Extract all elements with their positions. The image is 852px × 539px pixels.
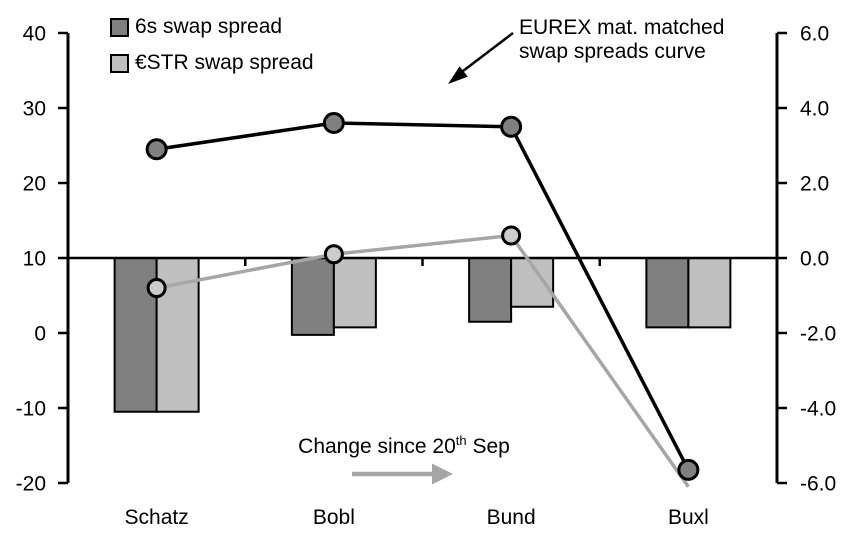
legend-label-estr: €STR swap spread: [135, 51, 314, 74]
category-label-schatz: Schatz: [125, 506, 189, 529]
category-label-bobl: Bobl: [313, 506, 355, 529]
left-axis-label: -10: [16, 397, 46, 420]
marker-estr-bobl: [323, 244, 344, 265]
legend-item-estr: €STR swap spread: [110, 45, 314, 81]
marker-6s-bobl: [322, 112, 345, 134]
change-annotation-superscript: th: [455, 433, 467, 448]
bar-estr-bobl: [332, 257, 377, 329]
right-axis-label: -6.0: [800, 472, 836, 495]
bar-6s-bund: [468, 257, 513, 323]
legend-swatch-6s-icon: [110, 17, 129, 37]
change-annotation-suffix: Sep: [466, 435, 510, 458]
legend-label-6s: 6s swap spread: [135, 15, 283, 38]
curve-annotation-arrow-head-icon: [448, 66, 468, 84]
marker-6s-buxl: [677, 458, 700, 481]
chart-legend: 6s swap spread €STR swap spread: [110, 9, 314, 81]
curve-annotation: EUREX mat. matched swap spreads curve: [519, 16, 724, 64]
marker-6s-schatz: [145, 138, 168, 161]
legend-swatch-estr-icon: [110, 53, 129, 73]
bar-6s-bobl: [290, 257, 335, 336]
marker-6s-bund: [500, 115, 523, 138]
right-axis-label: 6.0: [800, 22, 829, 45]
change-annotation-arrow-head-icon: [432, 463, 453, 485]
left-axis-label: 30: [23, 97, 46, 120]
right-axis-label: 4.0: [800, 97, 829, 120]
curve-annotation-line2: swap spreads curve: [519, 40, 706, 63]
category-label-bund: Bund: [487, 506, 536, 529]
bar-6s-buxl: [645, 257, 690, 329]
right-axis-label: 0.0: [800, 247, 829, 270]
marker-estr-bund: [501, 225, 522, 246]
curve-annotation-arrow-shaft: [462, 32, 514, 72]
right-axis-label: -2.0: [800, 322, 836, 345]
left-axis-label: -20: [16, 472, 46, 495]
right-axis-label: -4.0: [800, 397, 836, 420]
line-estr-curve: [156, 233, 690, 488]
left-axis-label: 0: [34, 322, 46, 345]
left-axis-label: 20: [23, 172, 46, 195]
marker-estr-schatz: [146, 278, 167, 298]
right-axis-label: 2.0: [800, 172, 829, 195]
legend-item-6s: 6s swap spread: [110, 9, 314, 45]
left-axis-label: 10: [23, 247, 46, 270]
left-axis-label: 40: [23, 22, 46, 45]
change-annotation: Change since 20th Sep: [284, 433, 524, 459]
curve-annotation-line1: EUREX mat. matched: [519, 16, 725, 39]
change-annotation-prefix: Change since 20: [298, 435, 456, 458]
category-label-buxl: Buxl: [668, 506, 709, 529]
bar-estr-buxl: [687, 257, 732, 329]
line-6s-curve: [156, 121, 690, 471]
